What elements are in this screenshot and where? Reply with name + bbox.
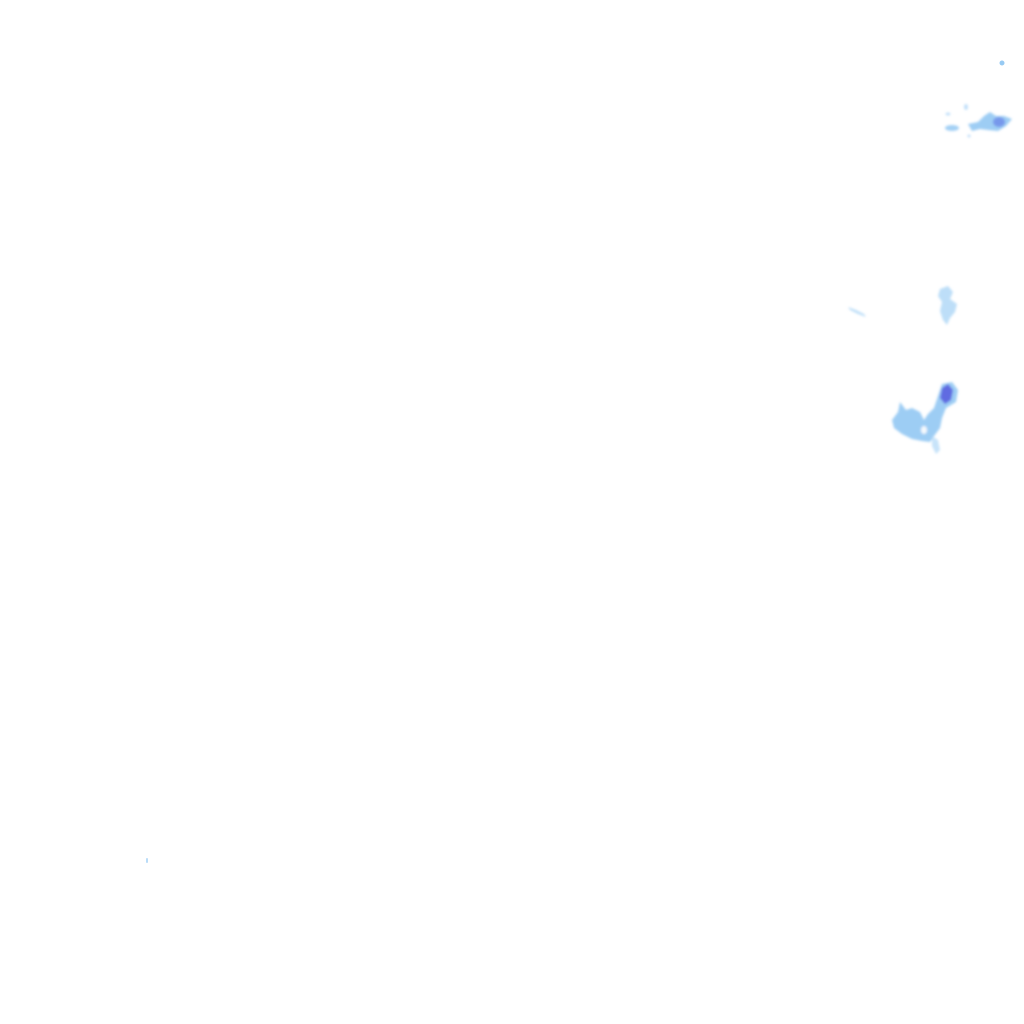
precip-fragment-ne-2 bbox=[945, 112, 951, 116]
precip-cell-ne-cluster bbox=[945, 104, 1012, 138]
precip-cell-ne-speck bbox=[999, 60, 1005, 66]
precip-cell-east-streak-body bbox=[848, 307, 866, 317]
precip-cell-sw-speck-dot bbox=[146, 858, 148, 863]
precip-cell-east-main-core bbox=[940, 384, 953, 404]
precip-cell-ne-speck-dot bbox=[999, 60, 1005, 66]
precip-fragment-ne-1 bbox=[945, 125, 959, 131]
precip-cell-sw-speck bbox=[146, 858, 148, 863]
precip-cell-east-main-gap bbox=[921, 426, 927, 434]
precip-cell-east-mid bbox=[938, 286, 957, 325]
precip-cell-east-main-tail bbox=[932, 436, 940, 454]
precip-fragment-ne-4 bbox=[967, 134, 971, 138]
precip-cell-east-main bbox=[892, 382, 958, 454]
precip-cell-east-streak bbox=[848, 307, 866, 317]
precip-cell-east-mid-body bbox=[938, 286, 957, 325]
precip-cell-ne-cluster-core bbox=[993, 117, 1005, 127]
precip-fragment-ne-3 bbox=[964, 104, 968, 110]
